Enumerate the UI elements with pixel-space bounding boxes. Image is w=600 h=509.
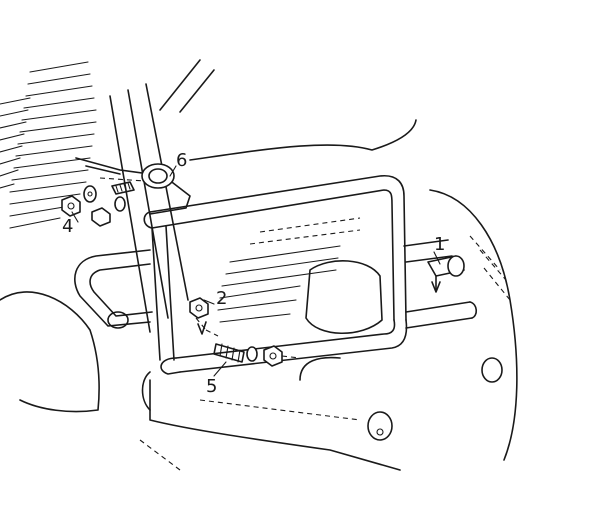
radiator-fins — [0, 61, 97, 229]
callout-6: 6 — [176, 150, 188, 171]
engine-case — [139, 356, 401, 471]
bolt-set-2 — [189, 297, 219, 337]
engine-fins — [217, 217, 383, 335]
crash-bar — [143, 174, 478, 375]
upper-bracket — [75, 157, 191, 215]
fairing — [0, 189, 518, 461]
mount-block-1 — [427, 255, 465, 293]
fuel-tank-outline — [189, 119, 417, 161]
callout-5: 5 — [206, 376, 218, 397]
callout-4: 4 — [62, 216, 74, 237]
leader-lines — [71, 165, 441, 377]
callout-2: 2 — [216, 288, 228, 309]
hardware-set-4 — [61, 181, 135, 227]
bolt-set-5 — [213, 343, 301, 367]
frame-tubes — [109, 59, 215, 333]
callout-1: 1 — [434, 234, 446, 255]
lower-loop — [74, 249, 153, 329]
